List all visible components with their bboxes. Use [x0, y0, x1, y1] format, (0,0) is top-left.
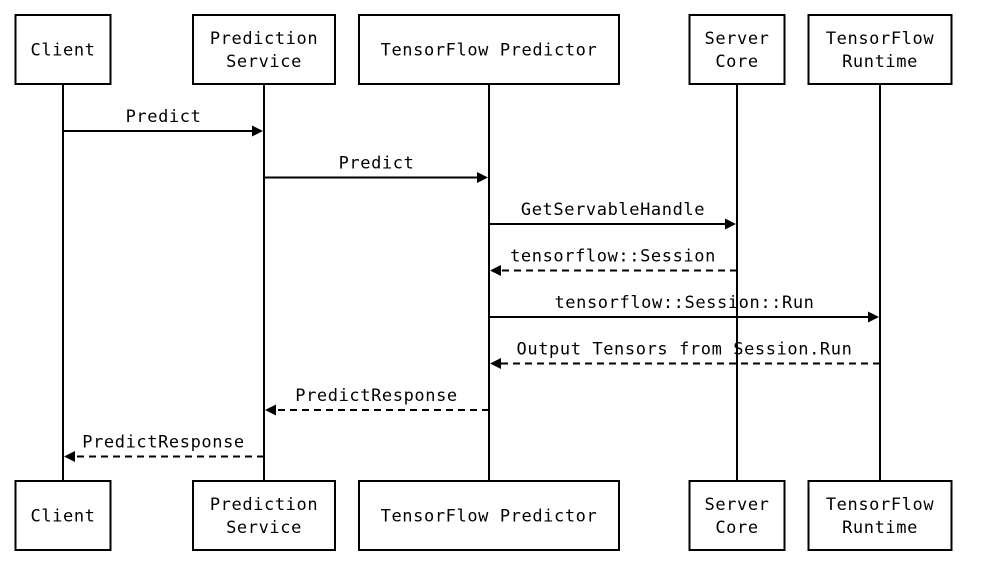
participant-box [807, 14, 953, 85]
participant-label: Runtime [842, 52, 918, 72]
participant-label: TensorFlow Predictor [381, 41, 598, 61]
participant-label: Prediction [210, 29, 318, 49]
message-2: Predict [264, 154, 488, 183]
participant-label: Server [704, 495, 769, 515]
arrowhead-icon [868, 311, 879, 323]
message-3: GetServableHandle [489, 200, 736, 230]
participant-label: Server [704, 29, 769, 49]
participant-box [192, 480, 336, 551]
arrowhead-icon [490, 265, 501, 276]
message-label: PredictResponse [82, 433, 245, 453]
participant-box [807, 480, 953, 551]
arrowhead-icon [725, 218, 736, 230]
participant-bottom-tensorflow-predictor: TensorFlow Predictor [358, 480, 620, 551]
message-label: tensorflow::Session::Run [554, 293, 814, 313]
participant-box [358, 480, 620, 551]
message-7: PredictResponse [265, 386, 489, 416]
arrowhead-icon [252, 125, 263, 137]
participant-box [688, 480, 786, 551]
participant-label: Prediction [210, 495, 318, 515]
participant-label: Client [30, 41, 95, 61]
message-8: PredictResponse [64, 433, 264, 462]
message-4: tensorflow::Session [490, 247, 737, 276]
participant-box [14, 480, 112, 551]
message-label: Output Tensors from Session.Run [517, 340, 853, 360]
message-label: Predict [339, 154, 415, 174]
message-6: Output Tensors from Session.Run [490, 340, 880, 369]
message-label: PredictResponse [295, 386, 458, 406]
participant-box [358, 14, 620, 85]
arrowhead-icon [477, 172, 488, 183]
participant-label: Core [715, 52, 758, 72]
participant-top-tensorflow-predictor: TensorFlow Predictor [358, 14, 620, 85]
message-5: tensorflow::Session::Run [489, 293, 879, 323]
participant-label: Client [30, 507, 95, 527]
arrowhead-icon [265, 404, 276, 416]
arrowhead-icon [64, 451, 75, 462]
message-label: Predict [126, 107, 202, 127]
message-label: tensorflow::Session [510, 247, 716, 267]
participant-label: Service [226, 518, 302, 538]
participant-label: TensorFlow [826, 495, 935, 515]
participant-label: Service [226, 52, 302, 72]
message-label: GetServableHandle [521, 200, 705, 220]
participant-label: TensorFlow Predictor [381, 507, 598, 527]
participant-label: TensorFlow [826, 29, 935, 49]
participant-top-client: Client [14, 14, 112, 85]
participant-label: Core [715, 518, 758, 538]
participant-bottom-client: Client [14, 480, 112, 551]
message-1: Predict [63, 107, 263, 137]
participant-box [688, 14, 786, 85]
participant-box [14, 14, 112, 85]
arrowhead-icon [490, 358, 501, 369]
participant-label: Runtime [842, 518, 918, 538]
participant-box [192, 14, 336, 85]
